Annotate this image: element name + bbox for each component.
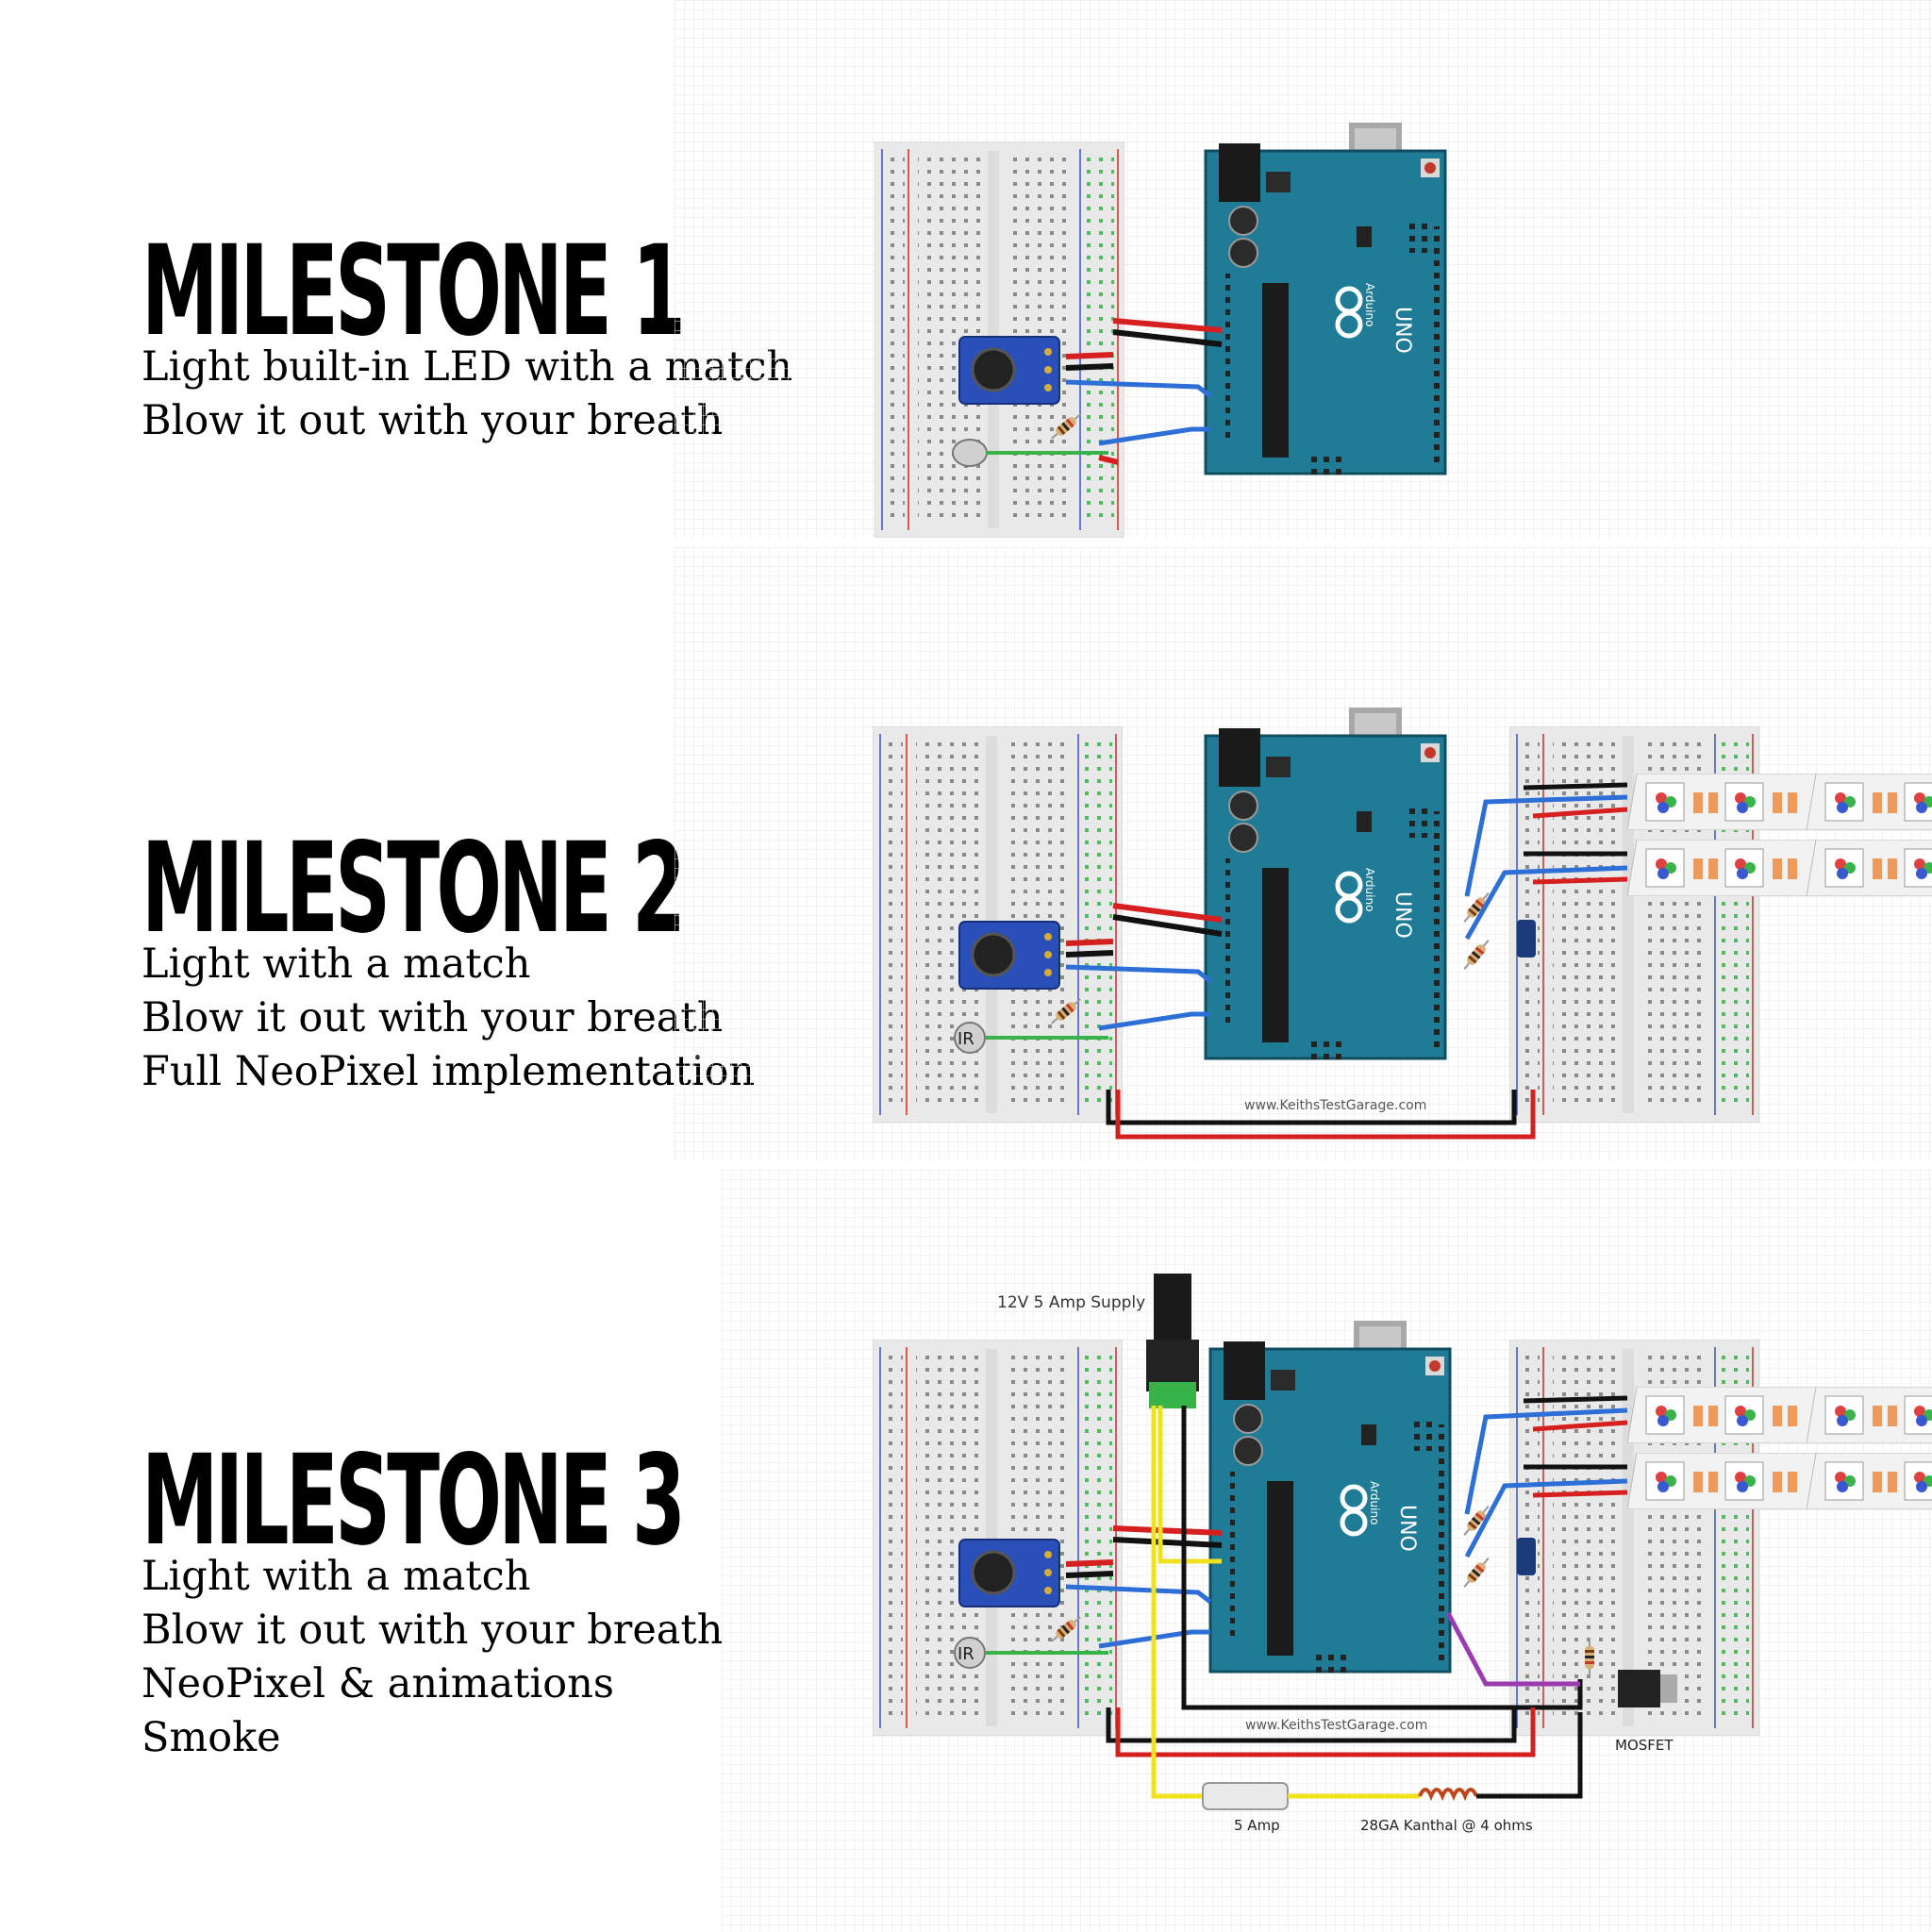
milestone-line: Full NeoPixel implementation [142, 1048, 756, 1095]
milestone-line: Blow it out with your breath [142, 1607, 724, 1654]
ir-label: IR [958, 1029, 974, 1049]
milestone-title: MILESTONE 1 [142, 219, 686, 364]
milestone-2: MILESTONE 2 Light with a match Blow it o… [142, 826, 1014, 1099]
milestone-title: MILESTONE 2 [142, 816, 686, 961]
milestone-1-circuit [675, 0, 1932, 538]
milestone-2-circuit: IR www.KeithsTestGarage.com [675, 547, 1932, 1160]
ir-label: IR [958, 1644, 974, 1664]
mosfet-label: MOSFET [1615, 1737, 1674, 1754]
milestone-line: Light with a match [142, 941, 531, 988]
milestone-line: Blow it out with your breath [142, 994, 724, 1041]
milestone-3-circuit: 12V 5 Amp Supply IR MOSFET 5 Amp 28GA Ka… [722, 1170, 1932, 1932]
watermark-label: www.KeithsTestGarage.com [1245, 1718, 1427, 1733]
milestone-line: NeoPixel & animations [142, 1660, 614, 1707]
milestone-title: MILESTONE 3 [142, 1428, 686, 1574]
milestone-line: Blow it out with your breath [142, 397, 724, 444]
milestone-line: Smoke [142, 1714, 281, 1761]
milestone-line: Light with a match [142, 1553, 531, 1600]
kanthal-label: 28GA Kanthal @ 4 ohms [1360, 1817, 1533, 1834]
watermark-label: www.KeithsTestGarage.com [1244, 1098, 1426, 1113]
milestone-3: MILESTONE 3 Light with a match Blow it o… [142, 1439, 1014, 1765]
fuse-label: 5 Amp [1234, 1817, 1280, 1834]
supply-label: 12V 5 Amp Supply [997, 1293, 1145, 1312]
